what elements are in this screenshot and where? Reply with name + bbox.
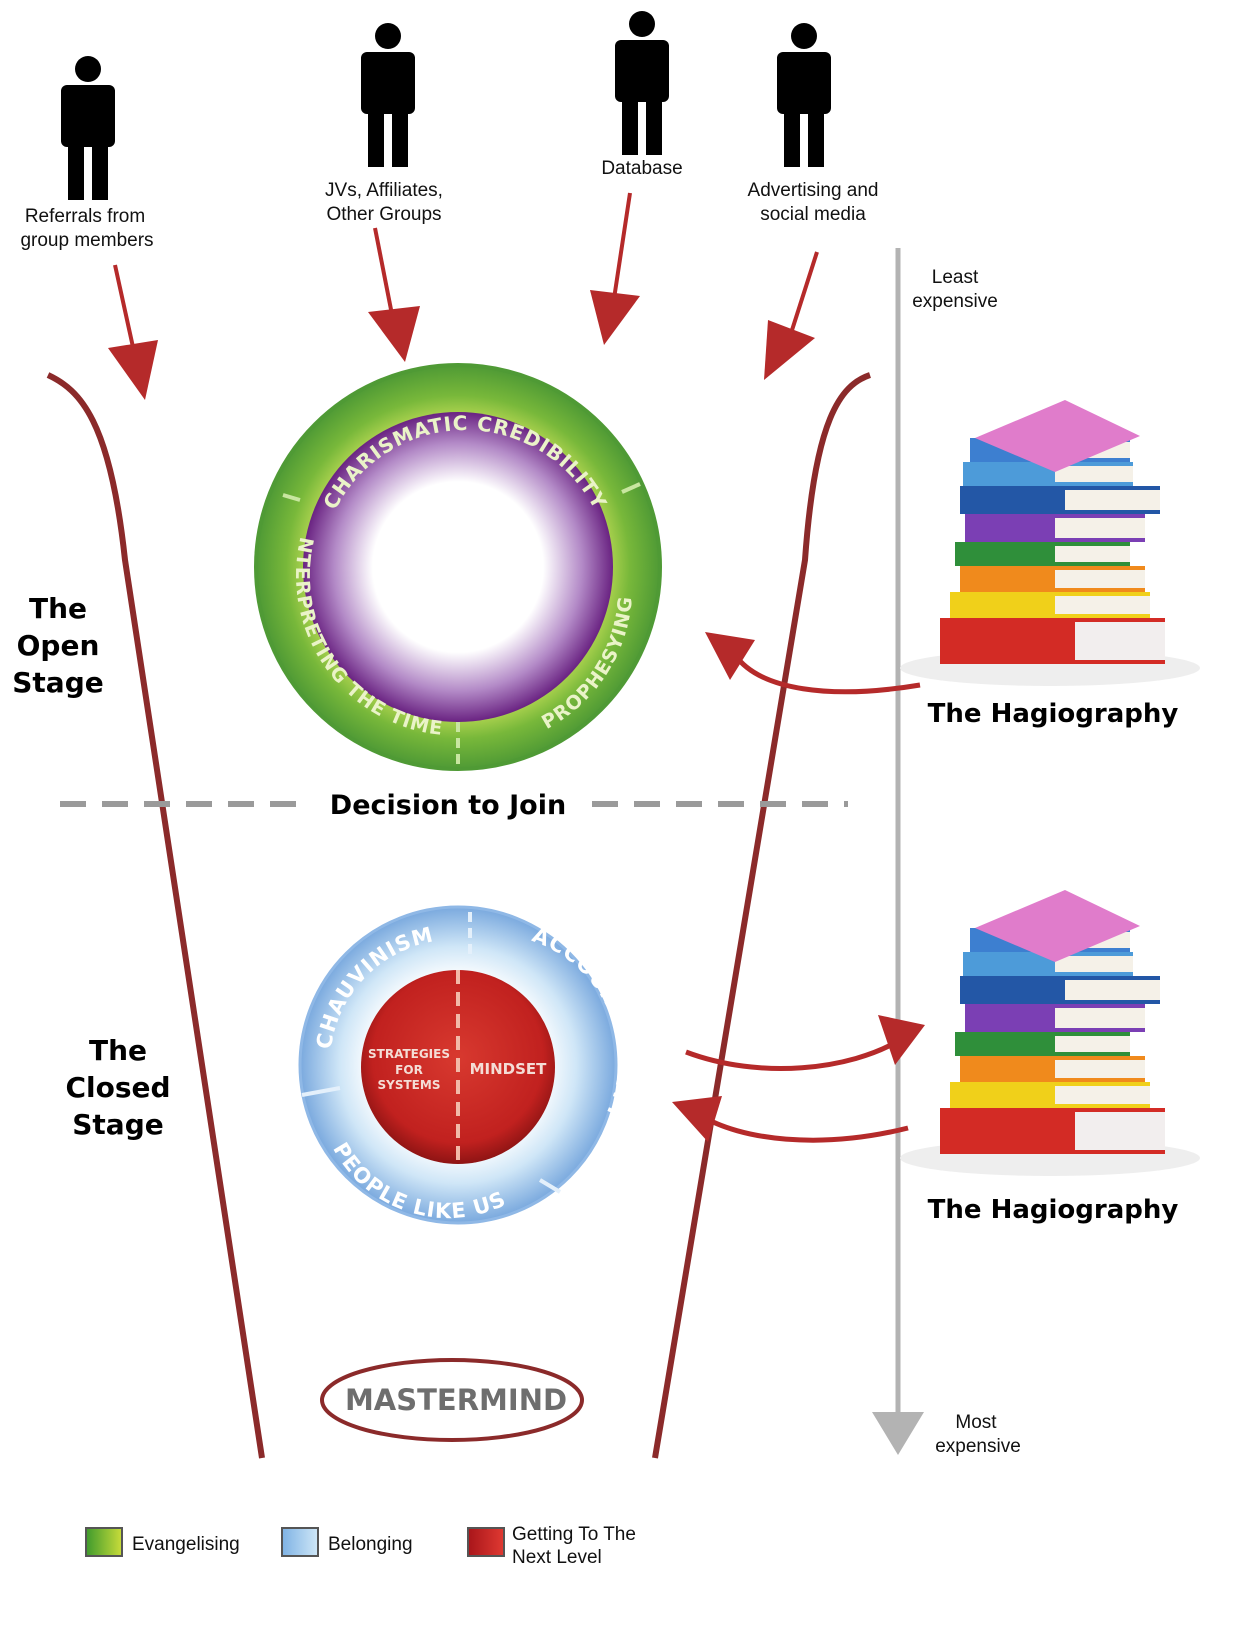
source-referrals: Referrals from group members bbox=[20, 56, 153, 251]
source-label: Advertising and bbox=[748, 180, 879, 201]
closed-stage-label: The Closed Stage bbox=[65, 1034, 170, 1141]
legend-swatch-evangelising bbox=[86, 1528, 122, 1556]
hagiography-top-label: The Hagiography bbox=[928, 699, 1179, 729]
svg-text:Open: Open bbox=[17, 629, 100, 662]
strategies-label: STRATEGIES bbox=[368, 1047, 450, 1061]
source-advertising: Advertising and social media bbox=[748, 23, 879, 225]
person-icon bbox=[61, 56, 115, 200]
source-label: group members bbox=[20, 230, 153, 251]
decision-to-join-label: Decision to Join bbox=[330, 790, 566, 821]
hagiography-bottom-label: The Hagiography bbox=[928, 1195, 1179, 1225]
legend-swatch-belonging bbox=[282, 1528, 318, 1556]
source-database: Database bbox=[601, 11, 682, 179]
mastermind-badge: MASTERMIND bbox=[322, 1360, 582, 1440]
arrow-head bbox=[764, 320, 815, 380]
arrow-to-closed-ring bbox=[700, 1115, 908, 1140]
source-label: Other Groups bbox=[326, 204, 441, 225]
svg-text:The: The bbox=[89, 1034, 147, 1067]
arrow-to-top-books bbox=[686, 1040, 900, 1069]
legend-label-next-level: Next Level bbox=[512, 1547, 602, 1568]
svg-text:Stage: Stage bbox=[12, 666, 103, 699]
cost-axis-arrowhead bbox=[872, 1412, 924, 1455]
person-icon bbox=[361, 23, 415, 167]
for-label: FOR bbox=[395, 1063, 423, 1077]
source-label: Referrals from bbox=[25, 206, 145, 227]
source-jvs: JVs, Affiliates, Other Groups bbox=[325, 23, 443, 225]
mindset-label: MINDSET bbox=[470, 1060, 548, 1078]
arrow-to-open-ring bbox=[735, 655, 920, 692]
source-label: JVs, Affiliates, bbox=[325, 180, 443, 201]
mastermind-label: MASTERMIND bbox=[345, 1383, 567, 1417]
most-expensive-label: Most bbox=[955, 1412, 997, 1433]
systems-label: SYSTEMS bbox=[378, 1078, 441, 1092]
book-stack-bottom-icon bbox=[900, 890, 1200, 1176]
svg-text:The: The bbox=[29, 592, 87, 625]
funnel-right-side bbox=[655, 375, 870, 1458]
source-label: Database bbox=[601, 158, 682, 179]
open-stage-label: The Open Stage bbox=[12, 592, 103, 699]
hagiography-arrows bbox=[672, 632, 925, 1142]
person-icon bbox=[615, 11, 669, 155]
closed-stage-ring: CHAUVINISM ACCOUNTABILITY PEOPLE LIKE US… bbox=[300, 907, 637, 1223]
funnel-left-side bbox=[48, 375, 262, 1458]
arrow-head bbox=[368, 306, 420, 362]
legend-swatch-next-level bbox=[468, 1528, 504, 1556]
most-expensive-label: expensive bbox=[935, 1436, 1021, 1457]
svg-text:Closed: Closed bbox=[65, 1071, 170, 1104]
arrow-head bbox=[108, 340, 158, 400]
book-stack-top-icon bbox=[900, 400, 1200, 686]
person-icon bbox=[777, 23, 831, 167]
legend-label-next-level: Getting To The bbox=[512, 1524, 636, 1545]
legend-label-evangelising: Evangelising bbox=[132, 1534, 240, 1555]
source-label: social media bbox=[760, 204, 866, 225]
least-expensive-label: Least bbox=[932, 267, 979, 288]
least-expensive-label: expensive bbox=[912, 291, 998, 312]
arrow-head bbox=[590, 290, 640, 345]
legend: Evangelising Belonging Getting To The Ne… bbox=[86, 1524, 636, 1568]
legend-label-belonging: Belonging bbox=[328, 1534, 413, 1555]
svg-text:Stage: Stage bbox=[72, 1108, 163, 1141]
